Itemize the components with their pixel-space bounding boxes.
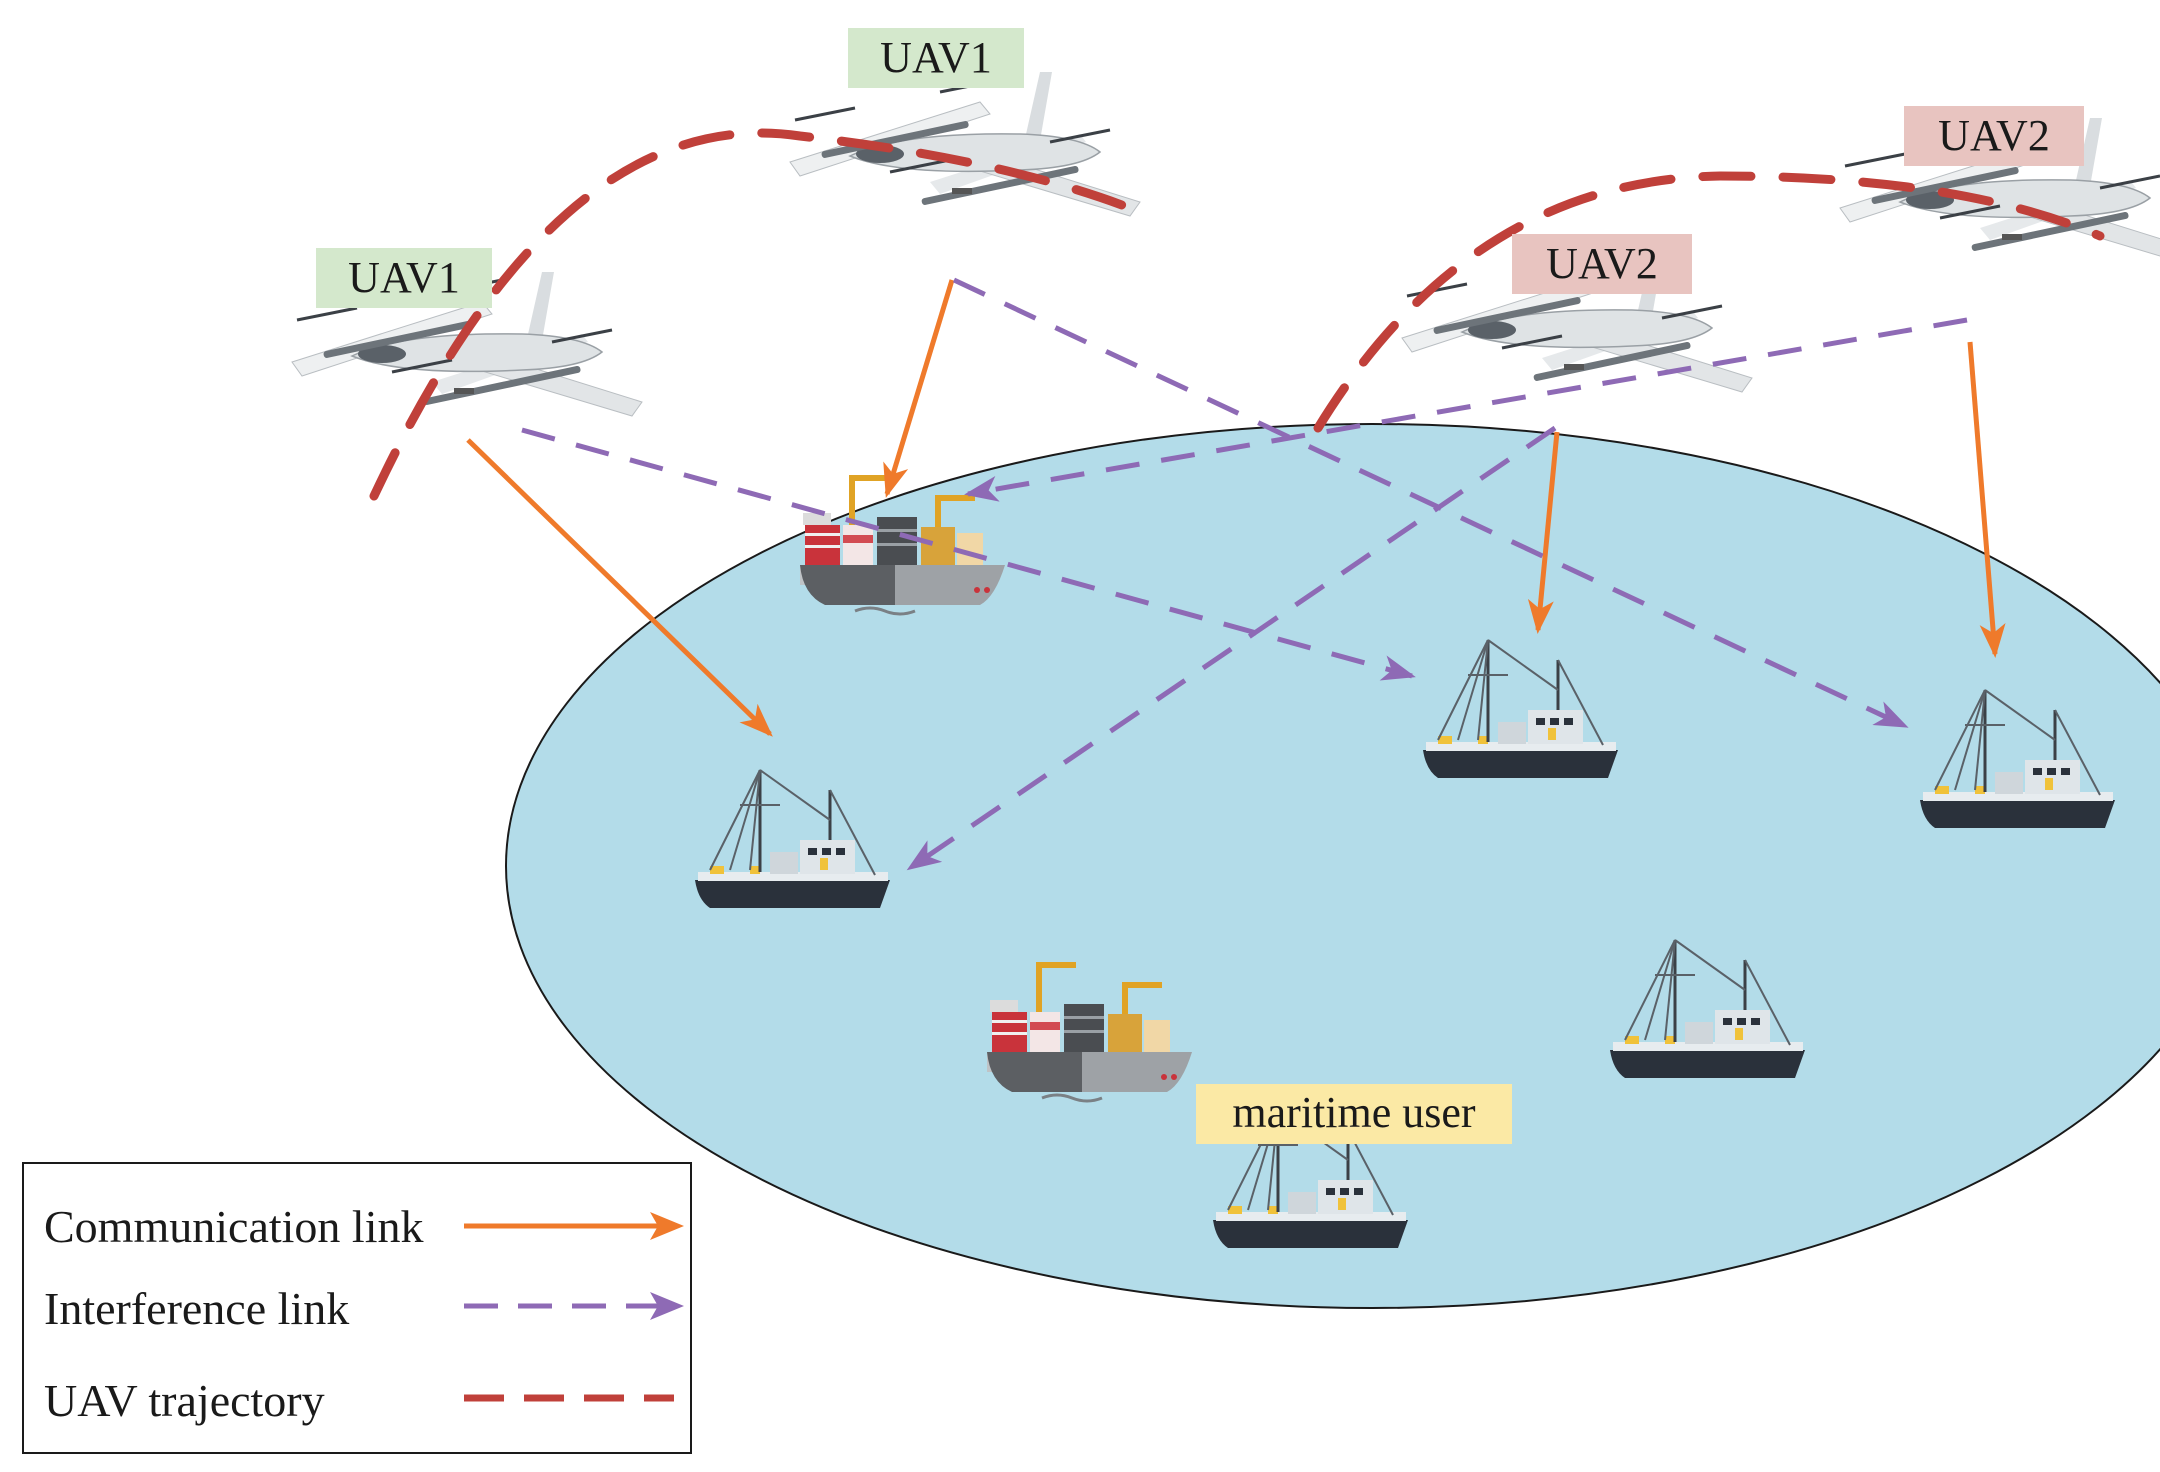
interference-link-arrow [906,425,1557,871]
sea-coverage-area [505,423,2160,1309]
uav2-label-bg [1904,106,2084,166]
interference-link-arrow [521,427,1416,681]
maritime-user-label: maritime user [1232,1088,1475,1137]
legend-interference-line [464,1292,684,1320]
uav1-trajectory [369,128,1145,501]
uav1-label: UAV1 [348,253,460,302]
uav2-label-bg [1512,234,1692,294]
legend-communication-label: Communication link [44,1201,424,1252]
interference-link-arrow [964,317,1968,502]
maritime-user-label-bg [1196,1084,1512,1144]
uav1-label-bg [316,248,492,308]
interference-link-arrow [952,277,1909,729]
communication-link-arrow [883,279,955,498]
legend-interference-label: Interference link [44,1283,350,1334]
uav1-label-bg [848,28,1024,88]
communication-link-arrow [466,438,773,737]
uav2-label: UAV2 [1546,239,1658,288]
legend-communication-line [464,1212,684,1240]
legend-trajectory-line [464,1394,674,1402]
uav2-trajectory [1313,171,2105,433]
uav1-label: UAV1 [880,33,992,82]
legend-trajectory-label: UAV trajectory [44,1375,325,1426]
communication-link-arrow [1967,341,2006,658]
communication-link-arrow [1527,431,1560,634]
legend: Communication link Interference link UAV… [22,1162,692,1454]
uav2-label: UAV2 [1938,111,2050,160]
